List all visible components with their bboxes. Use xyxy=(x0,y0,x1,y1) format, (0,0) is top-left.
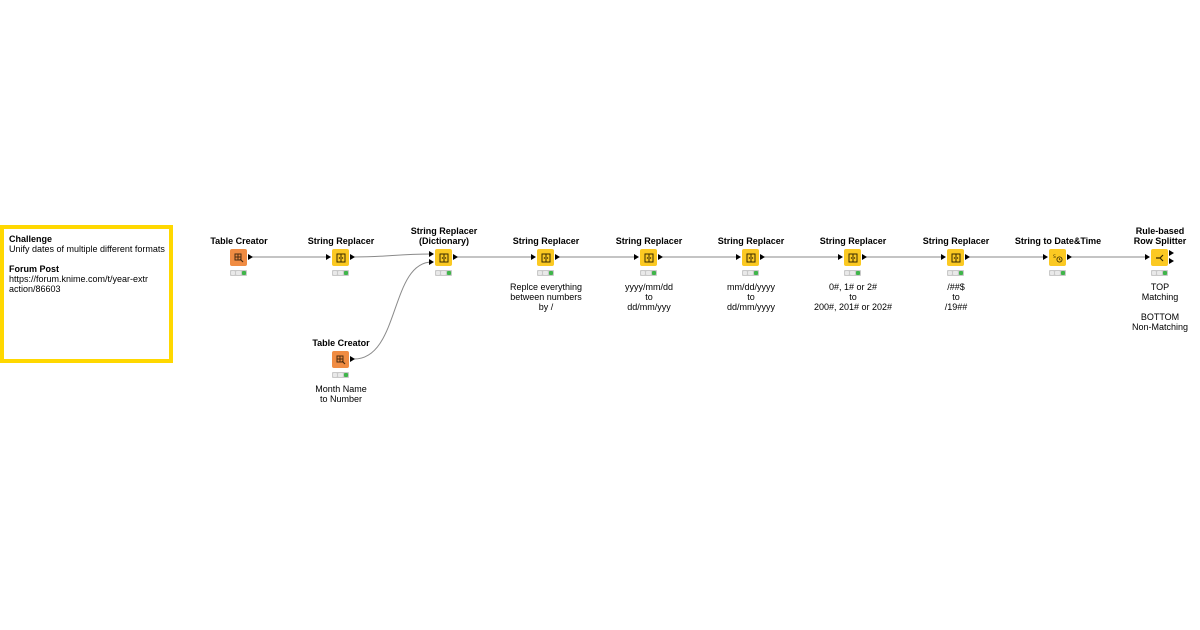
node-title: Table Creator xyxy=(210,236,268,246)
output-port[interactable] xyxy=(1067,254,1072,260)
output-port[interactable] xyxy=(862,254,867,260)
node-title: String to Date&Time xyxy=(1014,236,1102,246)
annotation-forum-url: https://forum.knime.com/t/year-extractio… xyxy=(9,274,149,294)
node-title: String Replacer xyxy=(717,236,785,246)
output-port-top[interactable] xyxy=(1169,250,1174,256)
node-status-indicator xyxy=(640,270,657,276)
node-title: String Replacer (Dictionary) xyxy=(410,226,478,246)
annotation-forum-heading: Forum Post xyxy=(9,264,60,274)
annotation-challenge-text: Unify dates of multiple different format… xyxy=(9,244,165,254)
node-title: String Replacer xyxy=(512,236,580,246)
node-status-indicator xyxy=(435,270,452,276)
input-port[interactable] xyxy=(634,254,639,260)
node-description: Replce everything between numbers by / xyxy=(509,282,583,312)
node-description: mm/dd/yyyy to dd/mm/yyyy xyxy=(726,282,775,312)
node-status-indicator xyxy=(1151,270,1168,276)
dictionary-input-port[interactable] xyxy=(429,259,434,265)
node-title: Table Creator xyxy=(312,338,370,348)
output-port[interactable] xyxy=(965,254,970,260)
connection-sr1-srd[interactable] xyxy=(353,253,433,258)
string-replacer-icon[interactable] xyxy=(742,249,759,266)
node-description: TOP Matching BOTTOM Non-Matching xyxy=(1131,282,1189,332)
input-port[interactable] xyxy=(429,251,434,257)
input-port[interactable] xyxy=(838,254,843,260)
svg-text:S: S xyxy=(1053,254,1056,260)
output-port[interactable] xyxy=(350,356,355,362)
node-title: String Replacer xyxy=(819,236,887,246)
output-port[interactable] xyxy=(453,254,458,260)
input-port[interactable] xyxy=(736,254,741,260)
annotation-challenge-heading: Challenge xyxy=(9,234,53,244)
node-title: String Replacer xyxy=(922,236,990,246)
output-port[interactable] xyxy=(248,254,253,260)
row-splitter-icon[interactable] xyxy=(1151,249,1168,266)
string-replacer-icon[interactable] xyxy=(844,249,861,266)
connection-tc2-srd[interactable] xyxy=(353,261,433,360)
node-title: String Replacer xyxy=(307,236,375,246)
table-creator-icon[interactable] xyxy=(332,351,349,368)
output-port[interactable] xyxy=(555,254,560,260)
string-replacer-icon[interactable] xyxy=(947,249,964,266)
node-status-indicator xyxy=(332,372,349,378)
node-status-indicator xyxy=(230,270,247,276)
string-replacer-icon[interactable] xyxy=(435,249,452,266)
output-port[interactable] xyxy=(760,254,765,260)
node-status-indicator xyxy=(742,270,759,276)
input-port[interactable] xyxy=(326,254,331,260)
output-port[interactable] xyxy=(658,254,663,260)
string-replacer-icon[interactable] xyxy=(537,249,554,266)
node-status-indicator xyxy=(1049,270,1066,276)
node-description: /##$ to /19## xyxy=(944,282,968,312)
workflow-annotation[interactable]: Challenge Unify dates of multiple differ… xyxy=(0,225,173,363)
node-title: Rule-based Row Splitter xyxy=(1133,226,1187,246)
output-port[interactable] xyxy=(350,254,355,260)
input-port[interactable] xyxy=(941,254,946,260)
table-creator-icon[interactable] xyxy=(230,249,247,266)
output-port-bottom[interactable] xyxy=(1169,258,1174,264)
node-status-indicator xyxy=(844,270,861,276)
string-to-datetime-icon[interactable]: S xyxy=(1049,249,1066,266)
node-status-indicator xyxy=(332,270,349,276)
node-status-indicator xyxy=(537,270,554,276)
input-port[interactable] xyxy=(1043,254,1048,260)
input-port[interactable] xyxy=(1145,254,1150,260)
string-replacer-icon[interactable] xyxy=(332,249,349,266)
node-description: Month Name to Number xyxy=(315,384,367,404)
node-description: 0#, 1# or 2# to 200#, 201# or 202# xyxy=(813,282,893,312)
node-status-indicator xyxy=(947,270,964,276)
input-port[interactable] xyxy=(531,254,536,260)
string-replacer-icon[interactable] xyxy=(640,249,657,266)
node-title: String Replacer xyxy=(615,236,683,246)
node-description: yyyy/mm/dd to dd/mm/yyy xyxy=(624,282,673,312)
